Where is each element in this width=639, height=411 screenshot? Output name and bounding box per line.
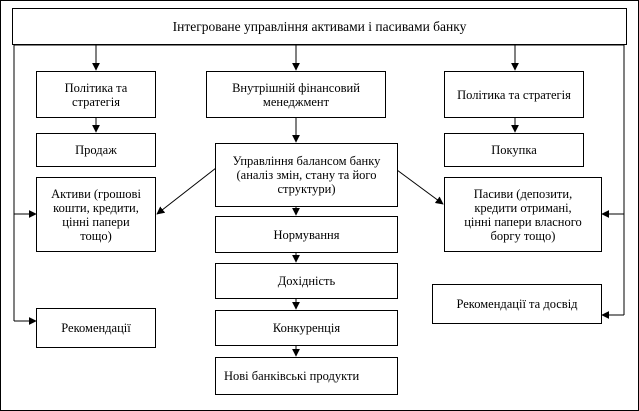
policy-strategy-right-box: Політика та стратегія bbox=[444, 71, 584, 118]
assets-box: Активи (грошові кошти, кредити, цінні па… bbox=[36, 177, 156, 252]
internal-financial-management-box: Внутрішній фінансовий менеджмент bbox=[206, 71, 386, 118]
policy-strategy-left-box: Політика та стратегія bbox=[36, 71, 156, 118]
liabilities-box: Пасиви (депозити, кредити отримані, цінн… bbox=[444, 177, 602, 252]
recommendations-experience-box: Рекомендації та досвід bbox=[432, 284, 602, 324]
profitability-box: Дохідність bbox=[215, 263, 398, 299]
diagram-title: Інтегроване управління активами і пасива… bbox=[12, 8, 627, 45]
balance-management-box: Управління балансом банку (аналіз змін, … bbox=[215, 143, 398, 207]
purchase-box: Покупка bbox=[444, 133, 584, 167]
arrow-balance-to-assets bbox=[156, 167, 217, 215]
recommendations-box: Рекомендації bbox=[36, 308, 156, 348]
normalization-box: Нормування bbox=[215, 216, 398, 253]
arrow-balance-to-liabilities bbox=[396, 169, 444, 205]
competition-box: Конкуренція bbox=[215, 310, 398, 346]
sale-box: Продаж bbox=[36, 133, 156, 167]
new-bank-products-box: Нові банківські продукти bbox=[215, 357, 398, 395]
